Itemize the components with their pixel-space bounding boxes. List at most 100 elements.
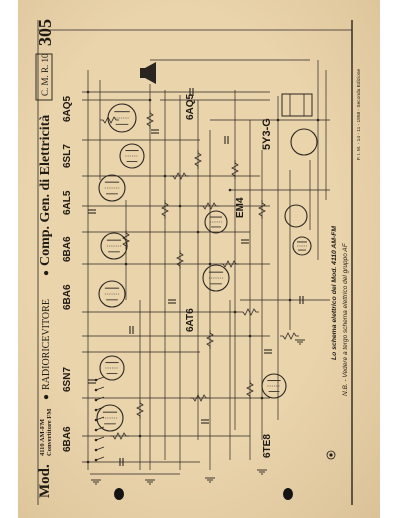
tube-label-6at6: 6AT6 [185, 308, 196, 332]
tube-label-6al5: 6AL5 [62, 190, 73, 215]
connection-node [163, 174, 167, 178]
resistor-symbol [246, 380, 254, 399]
resistor-symbol [170, 172, 189, 180]
tube-label-group: 6AQ5 [62, 95, 73, 122]
connection-node [228, 188, 232, 192]
resistor-symbol [231, 160, 239, 179]
em4-tube-envelope [284, 204, 308, 228]
resistor-symbol [176, 250, 184, 269]
switch-blade [95, 396, 105, 401]
resistor-symbol [280, 332, 299, 340]
tube-label-group: 6AQ5 [185, 93, 196, 120]
resistor-symbol [136, 400, 144, 419]
caption-line1: Lo schema elettrico del Mod. 4110 AM-FM [331, 226, 338, 360]
connection-node [178, 204, 182, 208]
tube-label-6sl7: 6SL7 [62, 144, 73, 168]
tube-label-group: 6SN7 [62, 367, 73, 392]
connection-node [196, 230, 200, 234]
punch-hole-right [283, 488, 293, 500]
header-bullet: ● [41, 394, 52, 400]
tube-label-6te8: 6TE8 [262, 434, 273, 458]
tube-label-6aq5: 6AQ5 [62, 95, 73, 122]
tube-label-6sn7: 6SN7 [62, 367, 73, 392]
tube-envelope [204, 210, 228, 234]
manufacturer-name: Comp. Gen. di Elettricità [38, 115, 53, 266]
resistor-symbol [100, 116, 119, 124]
tube-envelope [292, 236, 312, 256]
rectifier-tube-envelope [290, 128, 318, 156]
tube-envelope [107, 103, 137, 133]
connection-node [288, 298, 292, 302]
tube-envelope [98, 280, 126, 308]
connection-node [208, 262, 212, 266]
tube-envelope [96, 404, 124, 432]
tube-label-group: 6BA6 [62, 284, 73, 310]
model-number-line1: 4110 AM-FM [39, 419, 46, 456]
header-bullet-2: ● [41, 270, 52, 276]
catalog-code: C. M. R. 10 [40, 53, 50, 96]
publisher-logo [326, 450, 336, 460]
switch-blade [95, 386, 105, 391]
tube-envelope [119, 143, 145, 169]
power-transformer-symbol [281, 93, 313, 117]
schematic-sheet [18, 0, 380, 518]
tube-label-group: 5Y3-G [261, 118, 273, 150]
tube-label-6aq5: 6AQ5 [185, 93, 196, 120]
connection-node [248, 334, 252, 338]
sheet-shading [18, 0, 380, 518]
model-label: Mod. [37, 464, 53, 498]
code-box [35, 53, 53, 101]
circuit-wiring [82, 59, 330, 485]
resistor-symbol [146, 110, 154, 129]
tube-label-em4: EM4 [235, 197, 246, 218]
tube-label-group: EM4 [235, 197, 246, 218]
tube-label-group: 6TE8 [262, 434, 273, 458]
tube-envelope [202, 264, 230, 292]
loudspeaker-symbol [140, 62, 156, 84]
resistor-symbol [206, 330, 214, 349]
tube-envelope [98, 174, 126, 202]
tube-label-6ba6: 6BA6 [62, 426, 73, 452]
radioricevitore-label: RADIORICEVITORE [41, 299, 52, 390]
tube-label-5y3-g: 5Y3-G [261, 118, 273, 150]
punch-hole-left [114, 488, 124, 500]
resistor-symbol [240, 308, 259, 316]
resistor-symbol [190, 394, 209, 402]
tube-label-6ba6: 6BA6 [62, 284, 73, 310]
connection-node [86, 460, 90, 464]
page-number: 305 [35, 19, 55, 46]
connection-node [124, 262, 128, 266]
switch-blade [95, 376, 105, 381]
connection-node [148, 98, 152, 102]
resistor-symbol [194, 150, 202, 169]
connection-node [316, 118, 320, 122]
connection-node [233, 310, 237, 314]
tube-envelope [100, 232, 128, 260]
tube-label-group: 6SL7 [62, 144, 73, 168]
resistor-symbol [220, 260, 239, 268]
resistor-symbol [122, 230, 130, 249]
switch-blade [95, 446, 105, 451]
resistor-symbol [161, 200, 169, 219]
connection-node [138, 434, 142, 438]
connection-node [86, 90, 90, 94]
switch-blade [95, 436, 105, 441]
model-number-line2: Convertitore FM [46, 409, 53, 456]
tube-envelope [99, 355, 125, 381]
edition-note: F. I. M. - 14 - 11 - 1958 - Seconda Ediz… [356, 69, 362, 160]
resistor-symbol [110, 432, 129, 440]
tube-label-6ba6: 6BA6 [62, 236, 73, 262]
switch-blade [95, 456, 105, 461]
connection-node [276, 118, 280, 122]
tube-label-group: 6BA6 [62, 236, 73, 262]
switch-blade [95, 416, 105, 421]
connection-node [260, 396, 264, 400]
tube-label-group: 6AT6 [185, 308, 196, 332]
switch-blade [95, 406, 105, 411]
tube-label-group: 6AL5 [62, 190, 73, 215]
tube-label-group: 6BA6 [62, 426, 73, 452]
resistor-symbol [258, 200, 266, 219]
caption-line2: N.B. - Vedere a tergo schema elettrico d… [342, 242, 349, 396]
